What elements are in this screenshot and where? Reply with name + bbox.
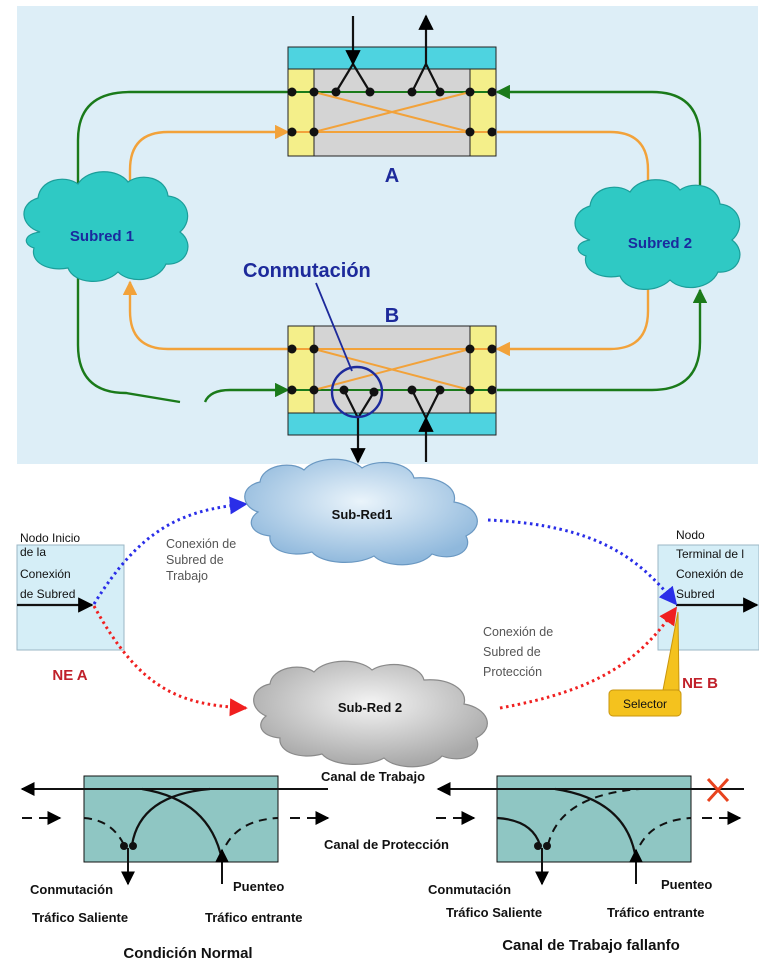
ne-a-label: NE A [52,667,87,684]
normal-condition-box [83,775,279,863]
working-path-subnet1-to-b-left [76,270,181,404]
normal-switch-label: Conmutación [30,882,113,897]
normal-switch-dot-2 [129,842,137,850]
node-b-left-port [287,325,315,414]
switching-conditions-diagram: Conmutación Tráfico Saliente Puenteo Trá… [20,769,744,962]
working-connection-path-a [92,496,248,605]
node-a-right-port [469,68,497,157]
working-path-subnet2-to-a [495,84,702,192]
protection-connection-line-3: Protección [483,665,542,679]
failed-switch-label: Conmutación [428,882,511,897]
normal-bridge-arc [141,787,224,861]
selector-label: Selector [623,697,667,711]
work-connection-line-2: Subred de [166,553,224,567]
normal-bridge-label: Puenteo [233,879,284,894]
ne-a-line-2: de la [20,545,46,559]
failed-protection-arc-right [639,817,692,846]
subnet-1-cloud: Subred 1 [23,171,189,282]
failed-working-arc [547,788,641,846]
work-channel-label: Canal de Trabajo [321,769,425,784]
sub-red-1-cloud: Sub-Red1 [244,458,478,566]
switch-callout-label: Conmutación [243,260,371,282]
normal-condition-caption: Condición Normal [123,945,252,962]
ne-a-box-text: Nodo Inicio de la Conexión de Subred [20,531,83,601]
failed-channel-panel: Conmutación Tráfico Saliente Puenteo Trá… [428,775,744,954]
ne-a-line-1: Nodo Inicio [20,531,80,545]
ne-a-line-3: Conexión [20,567,71,581]
failed-bridge-arc [554,787,638,861]
node-a-label: A [385,165,399,187]
ne-b-box-text: Nodo Terminal de l Conexión de Subred [676,528,747,601]
failed-switch-arc [496,816,542,846]
node-a: A [287,14,497,187]
node-a-junction-dots [287,87,497,137]
protection-connection-path-a [92,605,248,717]
normal-switch-arc [130,787,211,846]
subnet-2-label: Subred 2 [628,235,692,252]
node-b-right-port [469,325,497,414]
work-connection-line-1: Conexión de [166,537,236,551]
node-b: B [287,305,497,464]
normal-protection-arc-left [83,817,125,846]
ne-b-line-1: Nodo [676,528,705,542]
protection-connection-label: Conexión de Subred de Protección [483,625,557,679]
sub-red-1-label: Sub-Red1 [332,507,393,522]
switch-callout-leader [315,282,353,372]
ne-b-line-4: Subred [676,587,715,601]
protection-path-subnet1-to-a [128,124,290,198]
failed-incoming-label: Tráfico entrante [607,905,705,920]
protection-path-b-to-subnet1 [122,280,288,351]
node-a-cross-2 [313,91,471,133]
sub-red-2-cloud: Sub-Red 2 [253,660,488,768]
working-path-subnet1-to-b-right [203,382,290,403]
failed-bridge-label: Puenteo [661,877,712,892]
protection-path-subnet2-to-b [495,284,650,357]
node-b-label: B [385,305,399,327]
snc-protection-diagram: Nodo Inicio de la Conexión de Subred NE … [16,458,759,768]
protection-connection-line-1: Conexión de [483,625,553,639]
failure-cross-icon [706,777,730,803]
node-a-left-port [287,68,315,157]
ne-b-label: NE B [682,675,718,692]
failed-switch-dot-2 [543,842,551,850]
normal-protection-arc-right [225,817,279,846]
failed-outgoing-label: Tráfico Saliente [446,905,542,920]
failed-channel-caption: Canal de Trabajo fallanfo [502,937,680,954]
ne-b-line-2: Terminal de l [676,547,744,561]
node-a-top-bar [287,46,497,70]
top-ring-diagram: A B [17,6,758,464]
work-connection-label: Conexión de Subred de Trabajo [166,537,240,583]
working-path-a-to-subnet1 [70,90,288,202]
protection-channel-label: Canal de Protección [324,837,449,852]
ne-a-box [16,544,125,651]
switch-callout-circle [330,365,384,419]
subnet-2-cloud: Subred 2 [574,179,741,290]
normal-condition-panel: Conmutación Tráfico Saliente Puenteo Trá… [20,775,330,962]
working-connection-path-b [487,518,678,606]
selector-box [608,689,682,717]
failed-condition-box [496,775,692,863]
node-b-cross-2 [313,348,471,391]
subnet-1-label: Subred 1 [70,228,134,245]
node-b-junction-dots [287,344,497,397]
normal-outgoing-label: Tráfico Saliente [32,910,128,925]
ne-b-line-3: Conexión de [676,567,744,581]
protection-connection-path-b [499,606,678,710]
ne-a-line-4: de Subred [20,587,75,601]
failed-switch-dot-1 [534,842,542,850]
node-b-bottom-bar [287,412,497,436]
sub-red-2-label: Sub-Red 2 [338,700,402,715]
protection-connection-line-2: Subred de [483,645,541,659]
protection-path-a-to-subnet2 [497,130,656,198]
working-path-b-to-subnet2 [497,288,708,392]
normal-switch-dot-1 [120,842,128,850]
normal-incoming-label: Tráfico entrante [205,910,303,925]
work-connection-line-3: Trabajo [166,569,208,583]
